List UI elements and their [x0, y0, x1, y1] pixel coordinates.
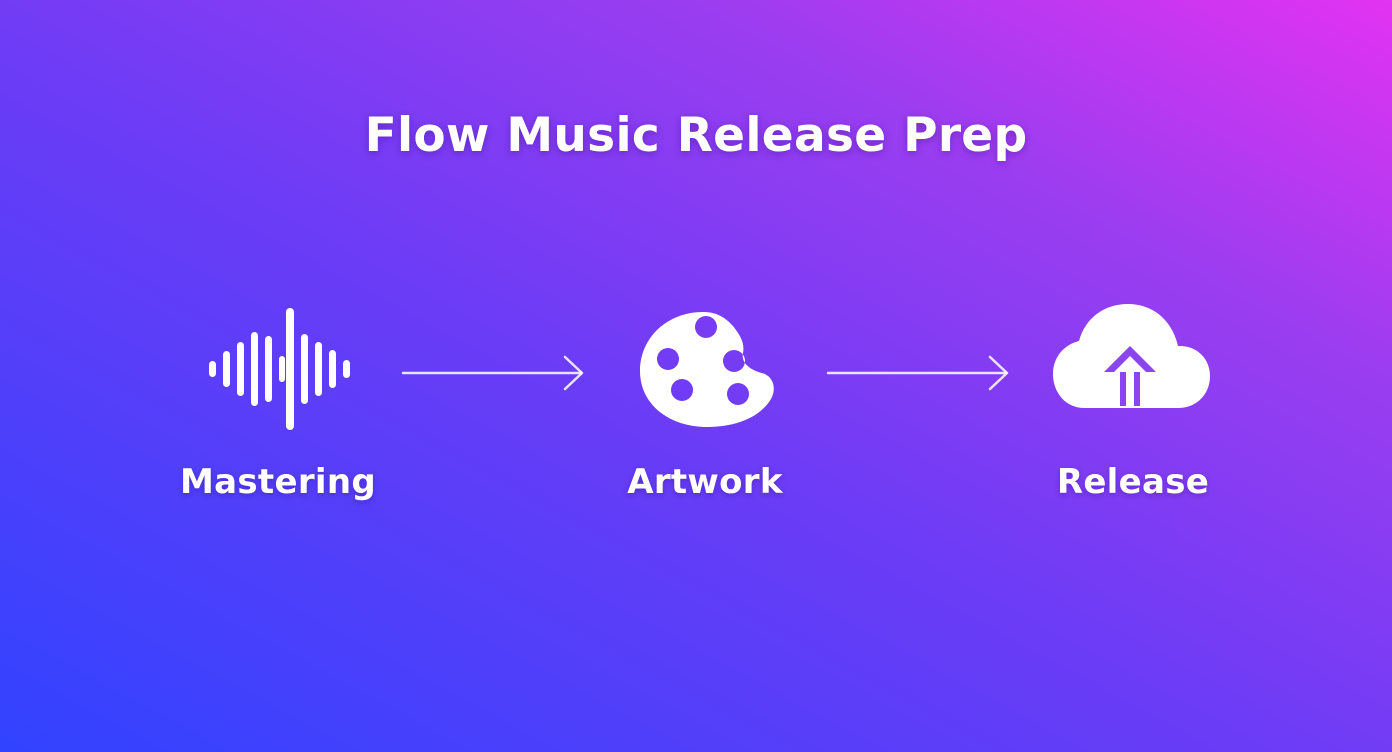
palette-icon — [640, 312, 774, 427]
step-label-artwork: Artwork — [627, 462, 783, 502]
step-label-mastering: Mastering — [180, 462, 376, 502]
step-label-release: Release — [1056, 462, 1210, 502]
arrow-right-icon — [826, 355, 1009, 391]
cloud-upload-icon — [1053, 304, 1210, 408]
waveform-icon — [209, 308, 350, 430]
diagram-title: Flow Music Release Prep — [364, 108, 1028, 163]
arrow-right-icon — [401, 355, 584, 391]
